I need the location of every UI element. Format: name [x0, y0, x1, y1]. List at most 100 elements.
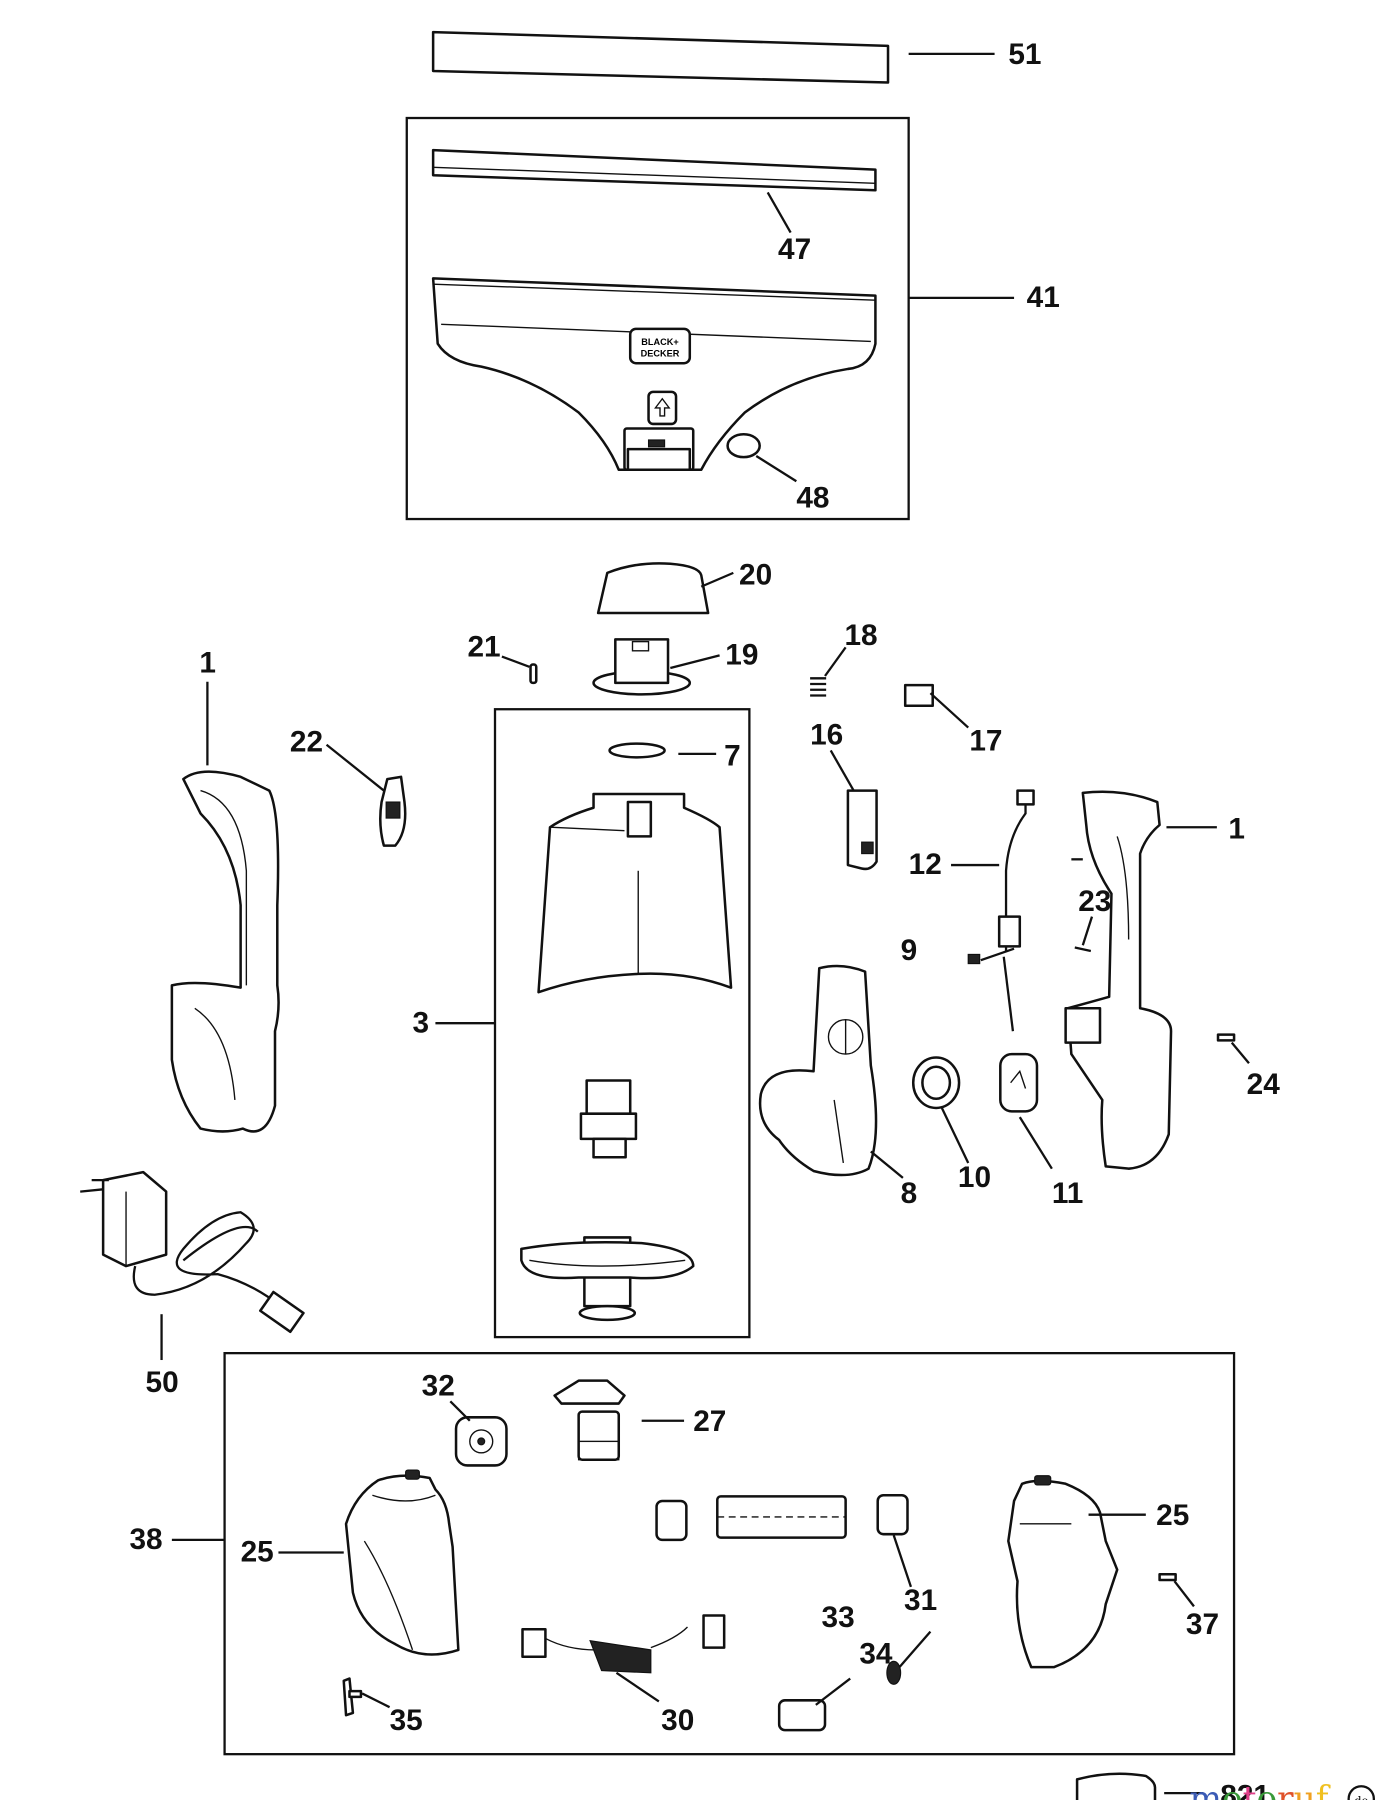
- callout-47[interactable]: 47: [778, 233, 811, 266]
- part-3-lower-seal: [578, 1304, 637, 1322]
- svg-text:motoruf: motoruf: [1189, 1779, 1330, 1800]
- brand-logo-line2: DECKER: [641, 348, 680, 358]
- part-20-cap: [596, 562, 710, 615]
- callout-50[interactable]: 50: [146, 1366, 179, 1399]
- callout-12[interactable]: 12: [909, 848, 942, 881]
- part-10-seal-ring: [911, 1056, 961, 1110]
- callout-22[interactable]: 22: [290, 726, 323, 759]
- leader-18: [824, 646, 847, 677]
- part-1-left-housing: [170, 770, 280, 1133]
- callout-51[interactable]: 51: [1008, 38, 1041, 71]
- callout-17[interactable]: 17: [969, 724, 1002, 757]
- part-25-right-motor-housing: [1007, 1475, 1119, 1669]
- callout-8[interactable]: 8: [901, 1177, 918, 1210]
- part-25-left-motor-housing: [344, 1469, 460, 1656]
- callout-24[interactable]: 24: [1247, 1068, 1281, 1101]
- leader-17: [929, 692, 969, 729]
- part-821-label: [1075, 1772, 1157, 1800]
- part-1-right-housing: [1064, 790, 1173, 1170]
- leader-21: [501, 655, 530, 668]
- leader-34: [815, 1677, 851, 1706]
- leader-33: [898, 1630, 932, 1668]
- part-37-screw: [1158, 1573, 1177, 1582]
- watermark-letter: t: [1243, 1779, 1257, 1800]
- brand-logo-line1: BLACK+: [641, 337, 678, 347]
- leader-20: [700, 571, 734, 588]
- leader-8: [870, 1150, 904, 1179]
- callout-18[interactable]: 18: [844, 619, 877, 652]
- callout-1-left[interactable]: 1: [199, 647, 216, 680]
- callout-21[interactable]: 21: [468, 631, 501, 664]
- part-50-charger: [80, 1170, 305, 1334]
- part-35-clip: [342, 1677, 363, 1717]
- callout-37[interactable]: 37: [1186, 1608, 1219, 1641]
- leader-48: [755, 455, 797, 483]
- callout-1-right[interactable]: 1: [1228, 813, 1245, 846]
- callout-11[interactable]: 11: [1052, 1177, 1083, 1210]
- leader-9: [980, 947, 1015, 962]
- group-box-nozzle-assembly: [405, 116, 910, 521]
- callout-19[interactable]: 19: [725, 639, 758, 672]
- part-34-latch: [777, 1699, 827, 1732]
- part-battery-cell: [655, 1493, 909, 1542]
- part-24-screw: [1216, 1033, 1236, 1042]
- part-3-tank-body: [537, 792, 733, 994]
- part-8-handle-cover: [758, 964, 878, 1177]
- leader-32: [449, 1400, 471, 1422]
- callout-10[interactable]: 10: [958, 1161, 991, 1194]
- part-21-pin: [529, 663, 538, 685]
- callout-30[interactable]: 30: [661, 1704, 694, 1737]
- leader-47: [766, 191, 792, 234]
- part-51-strip: [431, 30, 890, 84]
- part-32-fan-cover: [454, 1416, 508, 1467]
- callout-32[interactable]: 32: [422, 1370, 455, 1403]
- callout-9[interactable]: 9: [901, 934, 918, 967]
- leader-23: [1081, 916, 1094, 946]
- part-18-spring: [810, 677, 827, 697]
- callout-23[interactable]: 23: [1078, 885, 1111, 918]
- callout-34[interactable]: 34: [859, 1638, 893, 1671]
- leader-24: [1230, 1041, 1250, 1065]
- watermark-letter: u: [1294, 1779, 1316, 1800]
- part-30-circuit-board: [521, 1614, 726, 1674]
- part-17-clip: [903, 683, 934, 708]
- callout-25-right[interactable]: 25: [1156, 1499, 1189, 1532]
- watermark-suffix: de: [1354, 1794, 1368, 1800]
- part-7-seal: [608, 742, 666, 759]
- watermark-motoruf: motoruf de: [1189, 1779, 1375, 1800]
- part-11-pump: [999, 1052, 1039, 1113]
- part-27-motor: [553, 1379, 626, 1461]
- group-box-motor-assembly: [223, 1352, 1236, 1756]
- callout-41[interactable]: 41: [1027, 281, 1060, 314]
- watermark-letter: f: [1316, 1779, 1331, 1800]
- callout-7[interactable]: 7: [724, 739, 741, 772]
- callout-25-left[interactable]: 25: [241, 1536, 274, 1569]
- callout-3[interactable]: 3: [413, 1006, 430, 1039]
- callout-27[interactable]: 27: [693, 1405, 726, 1438]
- callout-16[interactable]: 16: [810, 719, 843, 752]
- leader-19: [670, 654, 720, 670]
- leader-22: [325, 743, 385, 792]
- part-3-filter-insert: [579, 1079, 638, 1159]
- part-12-switch-wire: [997, 789, 1035, 1032]
- part-23-pin-b: [1074, 946, 1092, 953]
- callout-821[interactable]: 821: [1220, 1780, 1270, 1800]
- leader-31: [892, 1534, 913, 1588]
- watermark-letter: r: [1277, 1779, 1294, 1800]
- leader-35: [361, 1692, 391, 1709]
- release-button-icon: [647, 390, 678, 426]
- leader-16: [829, 749, 855, 792]
- leader-37: [1173, 1580, 1195, 1608]
- callout-20[interactable]: 20: [739, 558, 772, 591]
- part-16-valve: [846, 789, 878, 871]
- callout-38[interactable]: 38: [129, 1523, 162, 1556]
- copyright-icon: [1347, 1785, 1375, 1800]
- callout-33[interactable]: 33: [822, 1601, 855, 1634]
- watermark-letter: o: [1222, 1779, 1243, 1800]
- part-3-tank-base: [520, 1236, 695, 1308]
- callout-31[interactable]: 31: [904, 1584, 937, 1617]
- leader-10: [940, 1107, 970, 1164]
- callout-35[interactable]: 35: [390, 1704, 423, 1737]
- callout-48[interactable]: 48: [796, 482, 829, 515]
